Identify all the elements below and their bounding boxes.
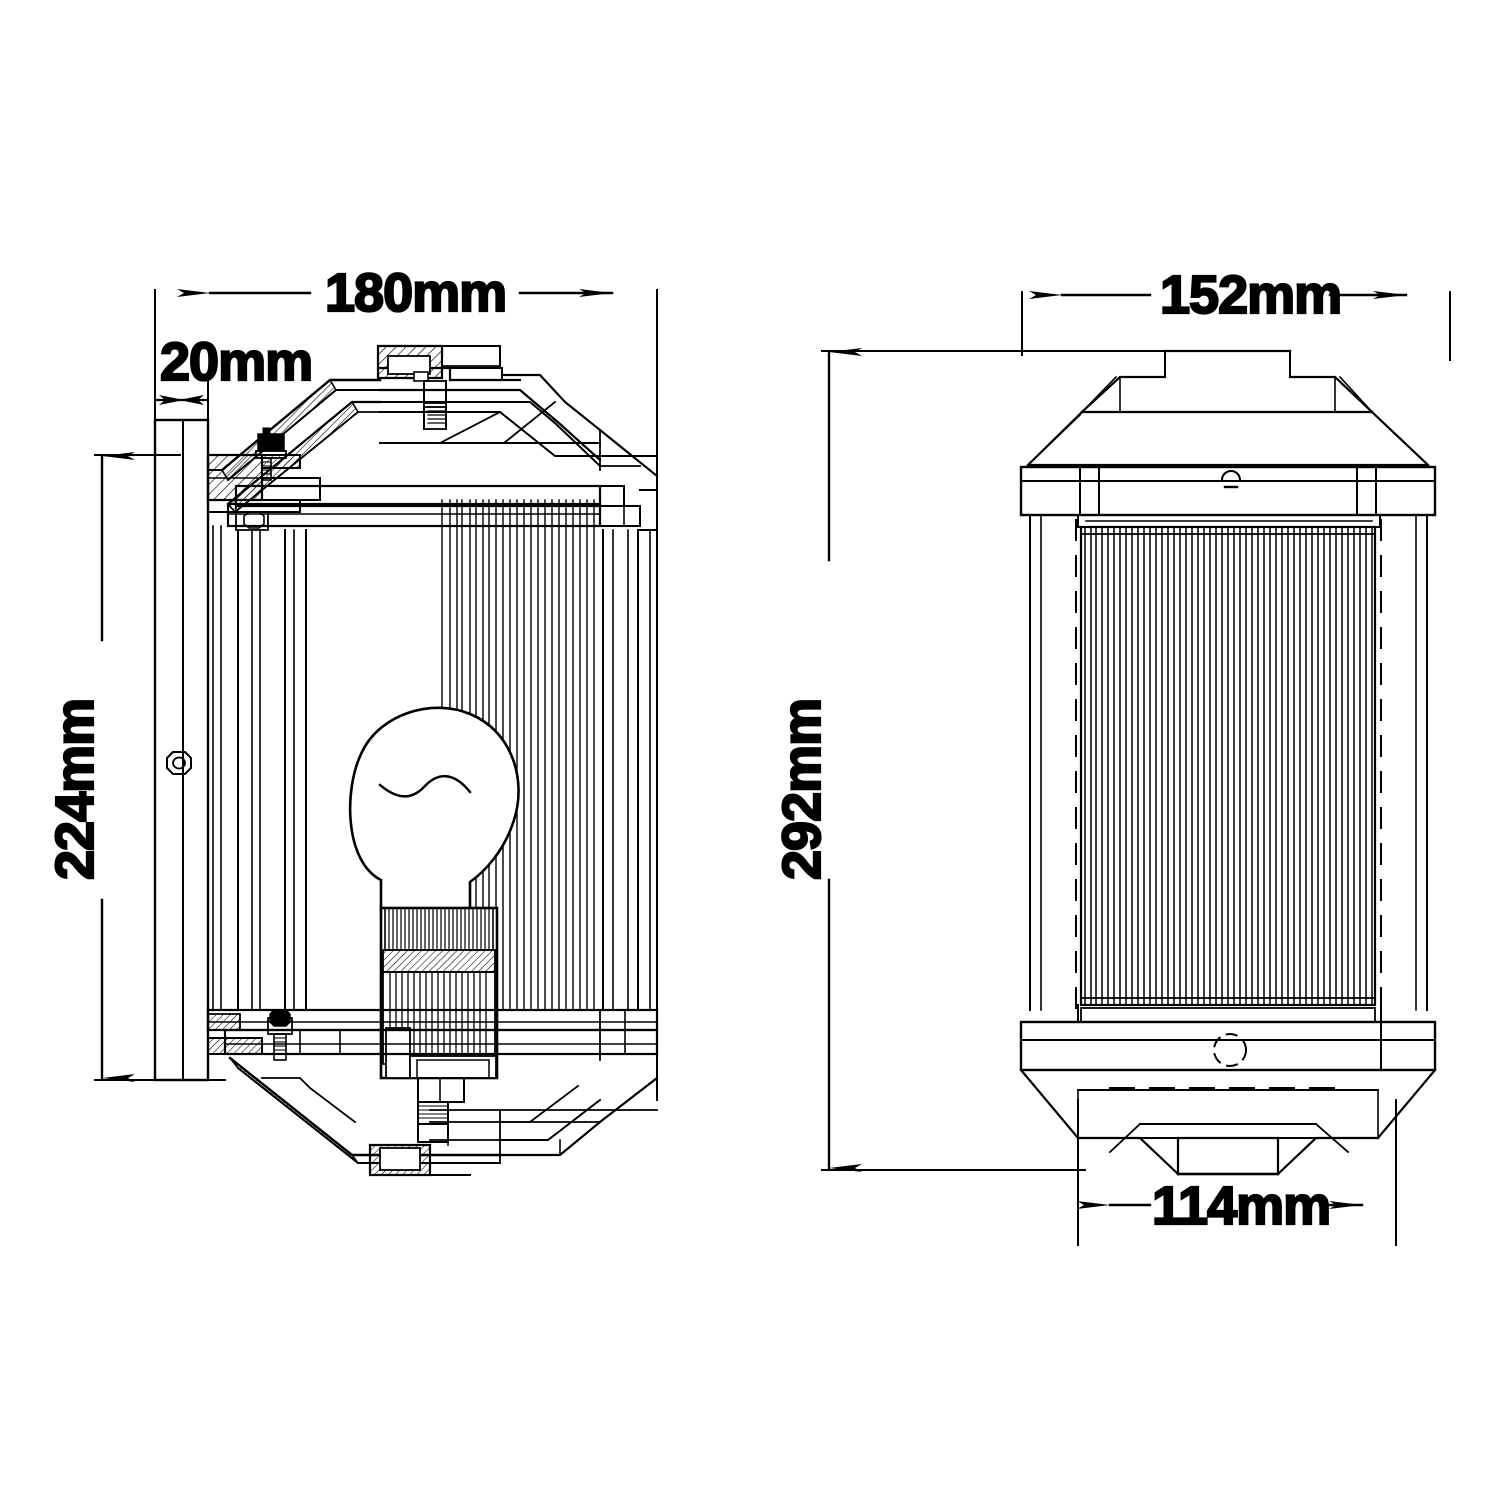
dimension-label-152mm: 152mm [1160, 265, 1341, 325]
dimension-label-224mm: 224mm [45, 699, 105, 880]
wall-mounting-plate [153, 418, 210, 1082]
dimension-label-114mm: 114mm [1152, 1176, 1330, 1236]
lower-cone-front [1019, 1068, 1437, 1176]
upper-roof-cone [220, 366, 659, 514]
dimension-114mm: 114mm [1077, 1099, 1397, 1246]
bottom-finial [368, 1077, 501, 1177]
roof-crown-boss [376, 344, 501, 430]
dimension-292mm: 292mm [771, 348, 1191, 1172]
dimension-label-180mm: 180mm [325, 263, 506, 323]
upper-collar-band [207, 469, 658, 531]
dimension-label-20mm: 20mm [160, 332, 312, 392]
dimension-group-side-view: 180mm 20mm 224mm [44, 262, 658, 1101]
dimension-152mm: 152mm [1021, 264, 1451, 361]
dimension-group-front-view: 152mm 292mm 114mm [771, 264, 1451, 1246]
dimension-20mm: 20mm [153, 331, 314, 471]
lower-collar-band-front [1019, 1004, 1437, 1072]
ribbed-glass-cylinder-back [212, 525, 307, 1011]
light-bulb [348, 706, 520, 914]
dimension-180mm: 180mm [154, 262, 658, 1101]
side-section-view [153, 344, 659, 1177]
upper-roof-cone-front [1026, 349, 1430, 467]
dimension-label-292mm: 292mm [772, 699, 832, 880]
upper-collar-band-front [1019, 465, 1437, 528]
dimension-224mm: 224mm [44, 452, 226, 1082]
bulb-socket [379, 906, 499, 1080]
ribbed-glass-cylinder-front-view [1029, 514, 1428, 1011]
front-view [1019, 349, 1437, 1176]
lower-collar-band [206, 1008, 659, 1061]
